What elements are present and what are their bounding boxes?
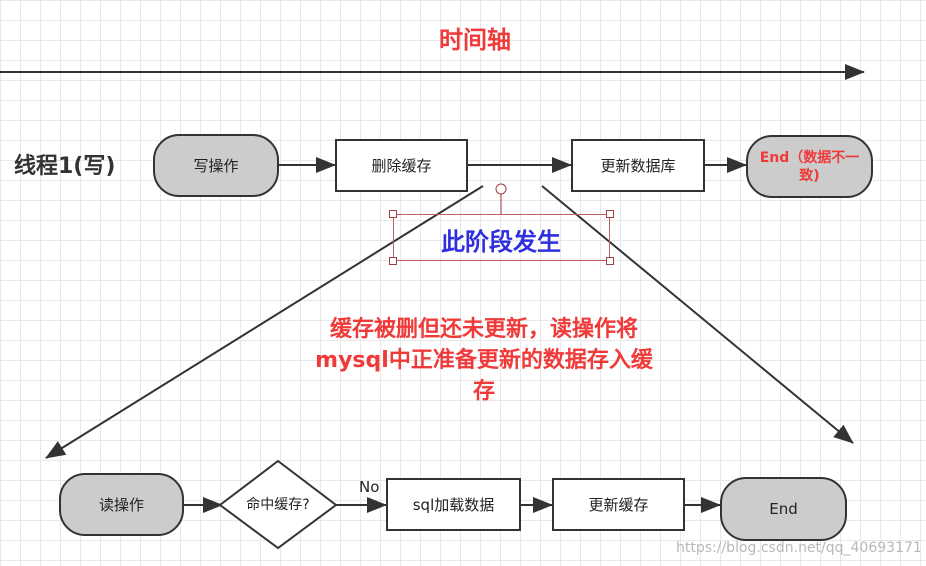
no-branch-label: No [359, 478, 380, 496]
write-op-terminal[interactable]: 写操作 [153, 134, 279, 197]
update-db-box[interactable]: 更新数据库 [571, 139, 705, 192]
update-cache-box[interactable]: 更新缓存 [552, 478, 685, 531]
resize-handle-bottom-right[interactable] [606, 257, 614, 265]
read-end-terminal[interactable]: End [720, 477, 847, 541]
decision-diamond[interactable] [218, 459, 338, 550]
arrow-phase-to-read-start [45, 185, 484, 459]
watermark: https://blog.csdn.net/qq_40693171 [676, 540, 922, 556]
delete-cache-box[interactable]: 删除缓存 [335, 139, 468, 192]
explanation-line-3: 存 [472, 379, 495, 404]
sql-load-box[interactable]: sql加载数据 [386, 478, 521, 531]
resize-handle-bottom-left[interactable] [389, 257, 397, 265]
resize-handle-top-left[interactable] [389, 210, 397, 218]
arrow-phase-to-read-end [541, 185, 854, 444]
timeline-title: 时间轴 [439, 26, 511, 54]
thread1-label: 线程1(写) [14, 154, 116, 179]
rotate-handle[interactable] [495, 183, 507, 195]
read-op-terminal[interactable]: 读操作 [59, 473, 184, 536]
explanation-line-1: 缓存被删但还未更新，读操作将 [329, 317, 638, 342]
resize-handle-top-right[interactable] [606, 210, 614, 218]
phase-selection-box[interactable] [393, 214, 610, 261]
cache-hit-decision-label: 命中缓存? [246, 497, 310, 513]
explanation-line-2: mysql中正准备更新的数据存入缓 [315, 348, 653, 373]
phase-label: 此阶段发生 [441, 228, 561, 256]
end-inconsistent-label: End（数据不一致) [759, 149, 860, 184]
end-inconsistent-terminal[interactable]: End（数据不一致) [746, 135, 873, 198]
explanation-note: 缓存被删但还未更新，读操作将 mysql中正准备更新的数据存入缓 存 [272, 314, 696, 410]
